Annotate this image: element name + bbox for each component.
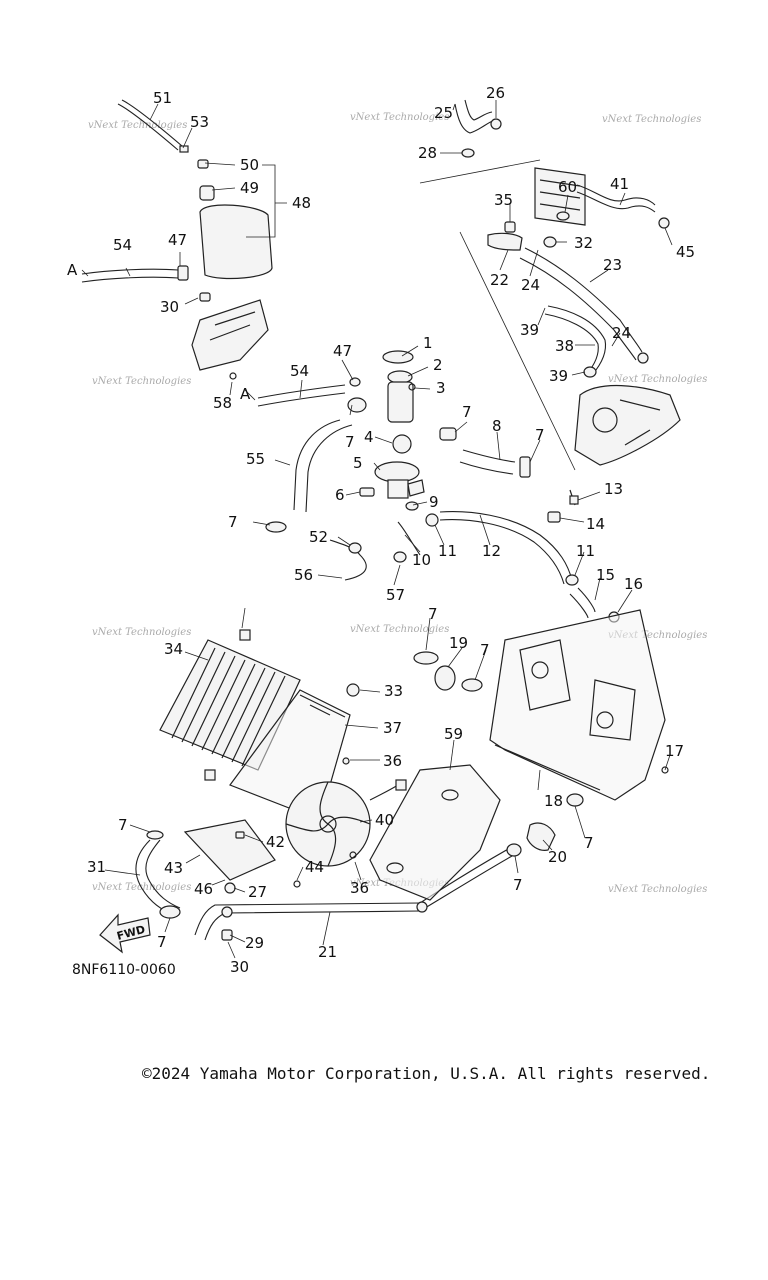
watermark: vNext Technologies bbox=[350, 624, 449, 635]
callout-32: 32 bbox=[574, 234, 593, 252]
callout-11a: 11 bbox=[438, 542, 457, 560]
callout-9: 9 bbox=[429, 493, 439, 511]
reservoir-tank-drawing bbox=[81, 99, 273, 380]
callout-4: 4 bbox=[364, 428, 374, 446]
callout-7d: 7 bbox=[228, 513, 238, 531]
callout-25: 25 bbox=[434, 104, 453, 122]
fwd-arrow: FWD bbox=[99, 913, 151, 954]
callout-31: 31 bbox=[87, 858, 106, 876]
thermostat-assembly-drawing bbox=[347, 350, 425, 511]
callout-54a: 54 bbox=[113, 236, 132, 254]
callout-7f: 7 bbox=[157, 933, 167, 951]
callout-5: 5 bbox=[353, 454, 363, 472]
callout-45: 45 bbox=[676, 243, 695, 261]
callout-58: 58 bbox=[213, 394, 232, 412]
watermark: vNext Technologies bbox=[608, 374, 707, 385]
callout-14: 14 bbox=[586, 515, 605, 533]
callout-7h: 7 bbox=[480, 641, 490, 659]
callout-6: 6 bbox=[335, 486, 345, 504]
callout-30b: 30 bbox=[230, 958, 249, 976]
callout-19: 19 bbox=[449, 634, 468, 652]
watermark: vNext Technologies bbox=[92, 376, 191, 387]
copyright-notice: ©2024 Yamaha Motor Corporation, U.S.A. A… bbox=[142, 1064, 710, 1083]
callout-labels: 51 53 50 49 48 54 47 A 30 58 A 54 47 1 2… bbox=[67, 84, 695, 976]
callout-38: 38 bbox=[555, 337, 574, 355]
callout-20: 20 bbox=[548, 848, 567, 866]
callout-3: 3 bbox=[436, 379, 446, 397]
callout-36a: 36 bbox=[383, 752, 402, 770]
callout-53: 53 bbox=[190, 113, 209, 131]
ref-a-mid: A bbox=[240, 385, 251, 403]
callout-8: 8 bbox=[492, 417, 502, 435]
callout-49: 49 bbox=[240, 179, 259, 197]
callout-57: 57 bbox=[386, 586, 405, 604]
watermark: vNext Technologies bbox=[608, 630, 707, 641]
callout-24a: 24 bbox=[521, 276, 540, 294]
leader-lines bbox=[81, 100, 673, 959]
watermark: vNext Technologies bbox=[608, 884, 707, 895]
callout-56: 56 bbox=[294, 566, 313, 584]
callout-11b: 11 bbox=[576, 542, 595, 560]
callout-35: 35 bbox=[494, 191, 513, 209]
upper-hoses-drawing bbox=[257, 384, 620, 623]
callout-41: 41 bbox=[610, 175, 629, 193]
callout-47b: 47 bbox=[333, 342, 352, 360]
watermark: vNext Technologies bbox=[92, 627, 191, 638]
callout-13: 13 bbox=[604, 480, 623, 498]
callout-26: 26 bbox=[486, 84, 505, 102]
callout-7g: 7 bbox=[428, 605, 438, 623]
callout-34: 34 bbox=[164, 640, 183, 658]
callout-7i: 7 bbox=[584, 834, 594, 852]
callout-7a: 7 bbox=[345, 433, 355, 451]
callout-28: 28 bbox=[418, 144, 437, 162]
callout-47a: 47 bbox=[168, 231, 187, 249]
callout-54b: 54 bbox=[290, 362, 309, 380]
callout-21: 21 bbox=[318, 943, 337, 961]
callout-29: 29 bbox=[245, 934, 264, 952]
callout-46: 46 bbox=[194, 880, 213, 898]
callout-30a: 30 bbox=[160, 298, 179, 316]
watermark: vNext Technologies bbox=[88, 120, 187, 131]
watermark: vNext Technologies bbox=[350, 112, 449, 123]
water-pump-drawing bbox=[419, 99, 681, 471]
watermark: vNext Technologies bbox=[602, 114, 701, 125]
callout-2: 2 bbox=[433, 356, 443, 374]
callout-7j: 7 bbox=[513, 876, 523, 894]
callout-44: 44 bbox=[305, 858, 324, 876]
callout-55: 55 bbox=[246, 450, 265, 468]
callout-15: 15 bbox=[596, 566, 615, 584]
callout-10: 10 bbox=[412, 551, 431, 569]
callout-42: 42 bbox=[266, 833, 285, 851]
callout-12: 12 bbox=[482, 542, 501, 560]
callout-7e: 7 bbox=[118, 816, 128, 834]
callout-39b: 39 bbox=[549, 367, 568, 385]
callout-33: 33 bbox=[384, 682, 403, 700]
callout-18: 18 bbox=[544, 792, 563, 810]
callout-37: 37 bbox=[383, 719, 402, 737]
callout-16: 16 bbox=[624, 575, 643, 593]
callout-7c: 7 bbox=[535, 426, 545, 444]
figure-code: 8NF6110-0060 bbox=[72, 962, 176, 978]
callout-40: 40 bbox=[375, 811, 394, 829]
lower-hoses-drawing bbox=[135, 651, 584, 941]
callout-7b: 7 bbox=[462, 403, 472, 421]
callout-50: 50 bbox=[240, 156, 259, 174]
callout-27: 27 bbox=[248, 883, 267, 901]
callout-52: 52 bbox=[309, 528, 328, 546]
callout-60: 60 bbox=[558, 178, 577, 196]
ref-a-left: A bbox=[67, 261, 78, 279]
callout-24b: 24 bbox=[612, 324, 631, 342]
callout-1: 1 bbox=[423, 334, 433, 352]
callout-17: 17 bbox=[665, 742, 684, 760]
callout-36b: 36 bbox=[350, 879, 369, 897]
callout-43: 43 bbox=[164, 859, 183, 877]
callout-51: 51 bbox=[153, 89, 172, 107]
callout-23: 23 bbox=[603, 256, 622, 274]
callout-48: 48 bbox=[292, 194, 311, 212]
radiator-drawing bbox=[159, 629, 407, 894]
callout-59: 59 bbox=[444, 725, 463, 743]
callout-39a: 39 bbox=[520, 321, 539, 339]
callout-22: 22 bbox=[490, 271, 509, 289]
